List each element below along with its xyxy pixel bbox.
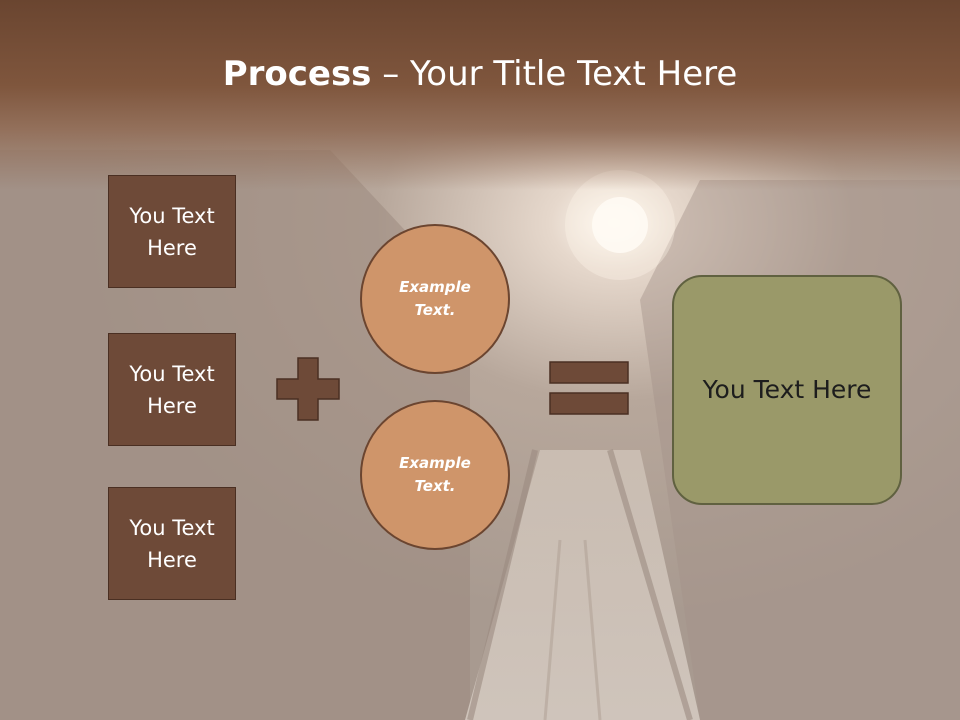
plus-icon [276, 357, 340, 421]
title-rest: – Your Title Text Here [371, 54, 738, 94]
title-band [0, 0, 960, 190]
equals-icon [549, 361, 629, 415]
example-circle-1[interactable]: Example Text. [360, 224, 510, 374]
left-text-box-2[interactable]: You Text Here [108, 333, 236, 446]
example-circle-2[interactable]: Example Text. [360, 400, 510, 550]
left-text-box-1[interactable]: You Text Here [108, 175, 236, 288]
title-bold: Process [222, 54, 372, 94]
slide-title: Process – Your Title Text Here [0, 52, 960, 96]
left-text-box-3[interactable]: You Text Here [108, 487, 236, 600]
result-text-box[interactable]: You Text Here [672, 275, 902, 505]
